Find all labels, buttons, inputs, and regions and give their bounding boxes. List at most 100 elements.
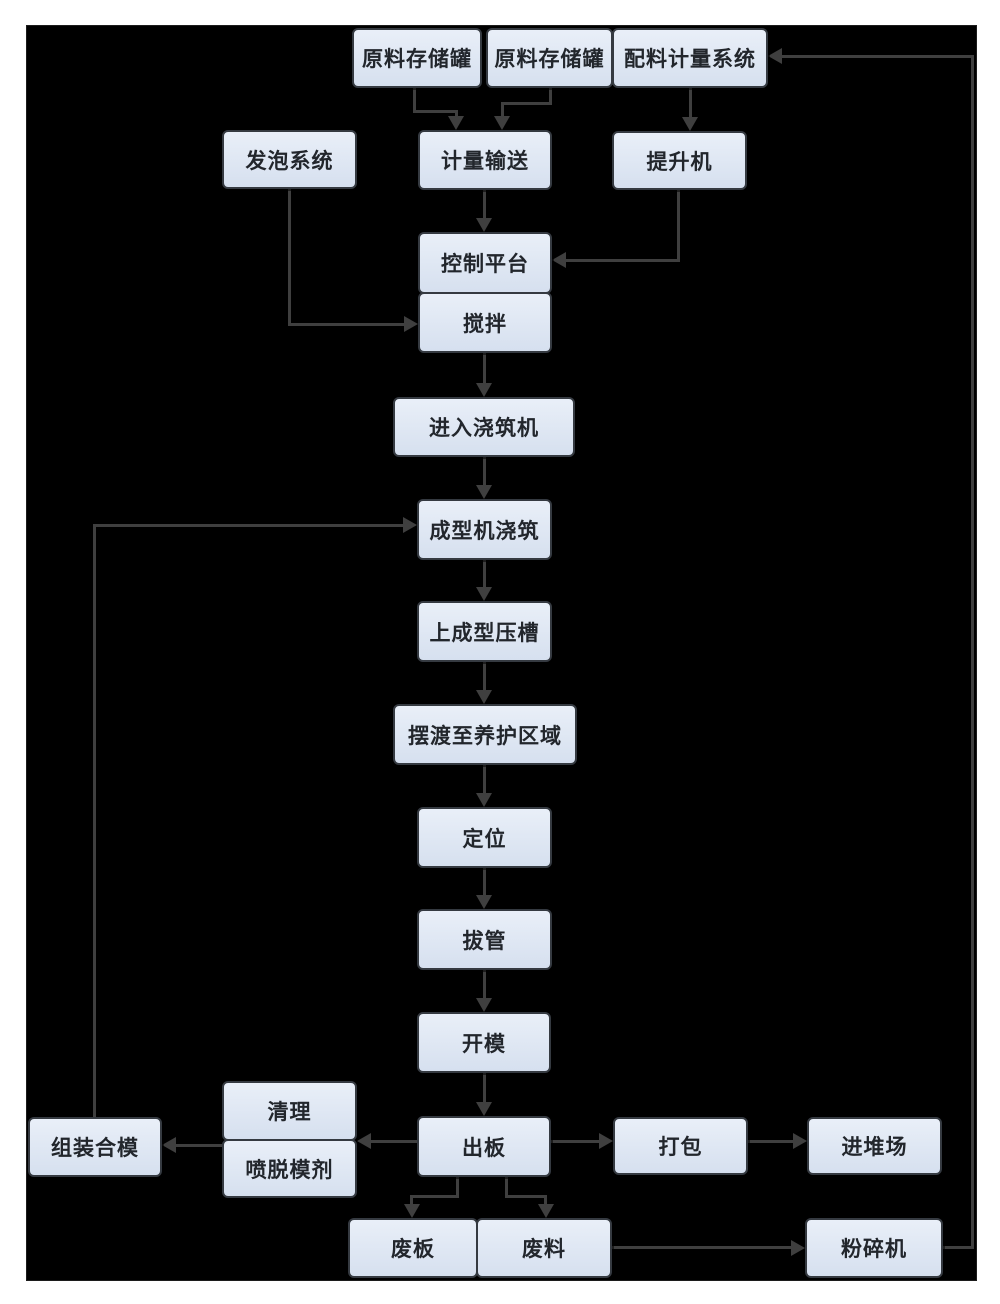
node-board-out: 出板 <box>417 1116 551 1177</box>
edge-segment <box>943 1246 974 1249</box>
edge-segment <box>501 102 504 117</box>
edge-segment <box>174 1144 222 1147</box>
node-foaming-system: 发泡系统 <box>222 130 357 189</box>
node-label: 拔管 <box>462 928 507 953</box>
edge-arrowhead <box>476 218 492 232</box>
node-spray-release: 喷脱模剂 <box>222 1139 357 1198</box>
node-raw-tank-2: 原料存储罐 <box>486 28 613 88</box>
node-label: 发泡系统 <box>245 148 334 173</box>
node-assemble-mold: 组装合模 <box>28 1117 162 1177</box>
node-label: 清理 <box>267 1100 312 1124</box>
node-positioning: 定位 <box>417 807 552 868</box>
edge-arrowhead <box>599 1133 613 1149</box>
node-label: 控制平台 <box>441 252 529 276</box>
edge-segment <box>505 1177 508 1198</box>
edge-segment <box>288 188 291 326</box>
edge-arrowhead <box>403 517 417 533</box>
edge-segment <box>483 457 486 487</box>
edge-arrowhead <box>404 316 418 332</box>
edge-arrowhead <box>476 485 492 499</box>
edge-segment <box>612 1246 793 1249</box>
edge-segment <box>483 662 486 692</box>
edge-arrowhead <box>768 48 782 64</box>
edge-segment <box>369 1140 417 1143</box>
edge-segment <box>549 87 552 105</box>
node-tube-pulling: 拔管 <box>417 909 552 970</box>
edge-segment <box>483 868 486 897</box>
edge-segment <box>689 87 692 118</box>
edge-arrowhead <box>793 1133 807 1149</box>
node-metering-conveyor: 计量输送 <box>418 130 552 190</box>
node-raw-tank-1: 原料存储罐 <box>352 28 482 88</box>
node-hoist: 提升机 <box>612 131 747 190</box>
node-ferry-curing: 摆渡至养护区域 <box>393 704 577 765</box>
edge-segment <box>748 1140 795 1143</box>
edge-segment <box>551 1140 601 1143</box>
node-label: 进入浇筑机 <box>429 416 539 440</box>
node-label: 喷脱模剂 <box>245 1157 334 1182</box>
node-waste-material: 废料 <box>476 1218 612 1278</box>
edge-segment <box>544 1195 547 1207</box>
edge-segment <box>456 1177 459 1198</box>
edge-segment <box>971 55 974 1249</box>
node-control-platform: 控制平台 <box>418 232 552 294</box>
edge-arrowhead <box>494 116 510 130</box>
edge-segment <box>93 524 96 1117</box>
node-mixing: 搅拌 <box>418 292 552 353</box>
edge-segment <box>501 102 552 105</box>
edge-arrowhead <box>476 690 492 704</box>
edge-segment <box>455 110 458 118</box>
node-waste-board: 废板 <box>348 1218 478 1278</box>
edge-segment <box>483 353 486 385</box>
edge-segment <box>483 970 486 1000</box>
node-batching-system: 配料计量系统 <box>612 28 768 88</box>
edge-segment <box>483 1073 486 1104</box>
edge-arrowhead <box>682 117 698 131</box>
node-label: 成型机浇筑 <box>429 518 540 543</box>
node-label: 粉碎机 <box>841 1237 907 1261</box>
edge-segment <box>564 259 680 262</box>
node-label: 原料存储罐 <box>362 47 472 71</box>
edge-segment <box>505 1195 547 1198</box>
edge-arrowhead <box>162 1137 176 1153</box>
edge-segment <box>93 524 405 527</box>
node-label: 废板 <box>391 1237 435 1261</box>
edge-arrowhead <box>552 252 566 268</box>
node-mold-open: 开模 <box>417 1012 551 1073</box>
edge-arrowhead <box>476 383 492 397</box>
node-label: 出板 <box>462 1135 506 1160</box>
node-packing: 打包 <box>613 1117 748 1175</box>
node-label: 摆渡至养护区域 <box>408 723 562 748</box>
edge-segment <box>410 1195 413 1207</box>
node-label: 搅拌 <box>463 311 507 336</box>
edge-arrowhead <box>476 1102 492 1116</box>
node-label: 配料计量系统 <box>624 47 756 71</box>
node-label: 计量输送 <box>441 149 529 173</box>
node-label: 打包 <box>658 1135 703 1159</box>
node-forming-casting: 成型机浇筑 <box>417 499 552 560</box>
edge-segment <box>782 55 974 58</box>
edge-segment <box>413 87 416 112</box>
node-label: 原料存储罐 <box>494 47 605 71</box>
node-enter-casting: 进入浇筑机 <box>393 397 575 457</box>
edge-arrowhead <box>357 1133 371 1149</box>
edge-arrowhead <box>404 1204 420 1218</box>
edge-segment <box>483 560 486 589</box>
edge-arrowhead <box>476 895 492 909</box>
node-crusher: 粉碎机 <box>805 1218 943 1278</box>
edge-arrowhead <box>448 116 464 130</box>
node-label: 定位 <box>462 826 507 851</box>
node-cleaning: 清理 <box>222 1081 357 1141</box>
node-label: 上成型压槽 <box>429 620 540 645</box>
node-yard: 进堆场 <box>807 1117 942 1175</box>
edge-segment <box>483 190 486 220</box>
edge-segment <box>410 1195 459 1198</box>
edge-segment <box>413 110 458 113</box>
node-label: 组装合模 <box>51 1136 139 1160</box>
edge-segment <box>288 323 406 326</box>
node-label: 进堆场 <box>841 1135 908 1159</box>
edge-arrowhead <box>476 587 492 601</box>
edge-segment <box>483 765 486 795</box>
node-label: 提升机 <box>646 149 713 174</box>
